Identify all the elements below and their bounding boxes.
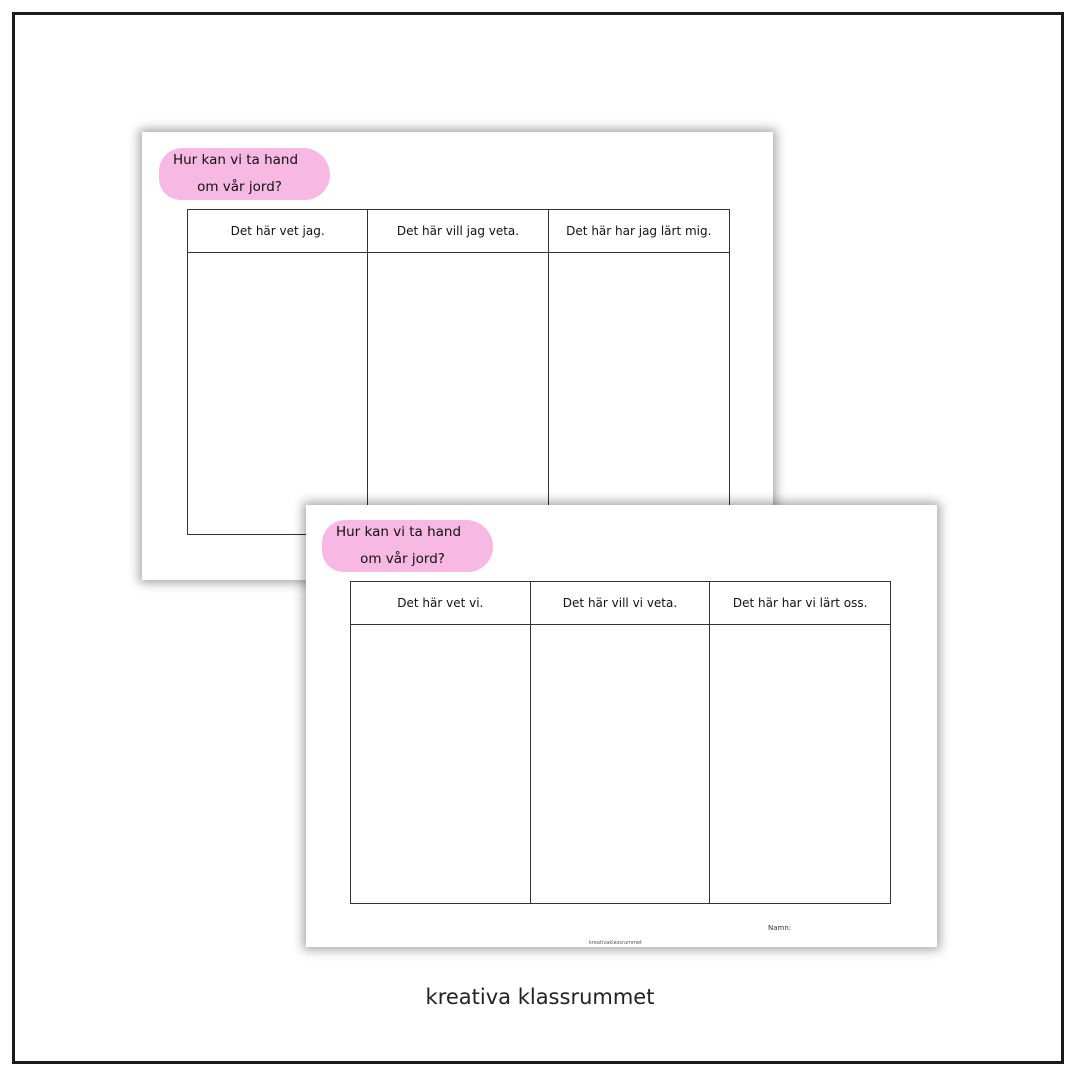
kwl-column-know: Det här vet jag. bbox=[188, 210, 369, 534]
column-header: Det här vet jag. bbox=[188, 210, 368, 253]
kwl-table: Det här vet jag. Det här vill jag veta. … bbox=[187, 209, 730, 535]
kwl-column-learned: Det här har vi lärt oss. bbox=[710, 582, 890, 903]
site-label: kreativaklassrummet bbox=[589, 940, 642, 946]
writing-area bbox=[710, 625, 890, 903]
writing-area bbox=[549, 253, 729, 534]
writing-area bbox=[351, 625, 530, 903]
brand-caption: kreativa klassrummet bbox=[425, 985, 655, 1009]
column-header: Det här vill vi veta. bbox=[530, 582, 710, 625]
kwl-column-want: Det här vill vi veta. bbox=[530, 582, 711, 903]
title-line-2: om vår jord? bbox=[197, 179, 282, 195]
writing-area bbox=[188, 253, 367, 534]
worksheet-title: Hur kan vi ta hand om vår jord? bbox=[322, 520, 493, 572]
column-header: Det här har jag lärt mig. bbox=[548, 210, 729, 253]
kwl-column-know: Det här vet vi. bbox=[351, 582, 531, 903]
column-header: Det här vill jag veta. bbox=[368, 210, 548, 253]
title-line-1: Hur kan vi ta hand bbox=[172, 152, 299, 168]
kwl-table: Det här vet vi. Det här vill vi veta. De… bbox=[350, 581, 891, 904]
worksheet-front: Hur kan vi ta hand om vår jord? Det här … bbox=[306, 505, 937, 947]
kwl-column-want: Det här vill jag veta. bbox=[368, 210, 549, 534]
title-line-2: om vår jord? bbox=[360, 551, 445, 567]
title-line-1: Hur kan vi ta hand bbox=[335, 524, 462, 540]
kwl-column-learned: Det här har jag lärt mig. bbox=[548, 210, 729, 534]
column-header: Det här vet vi. bbox=[351, 582, 530, 625]
writing-area bbox=[368, 253, 547, 534]
column-header: Det här har vi lärt oss. bbox=[710, 582, 890, 625]
writing-area bbox=[531, 625, 710, 903]
name-label: Namn: bbox=[768, 924, 792, 932]
worksheet-title: Hur kan vi ta hand om vår jord? bbox=[159, 148, 330, 200]
